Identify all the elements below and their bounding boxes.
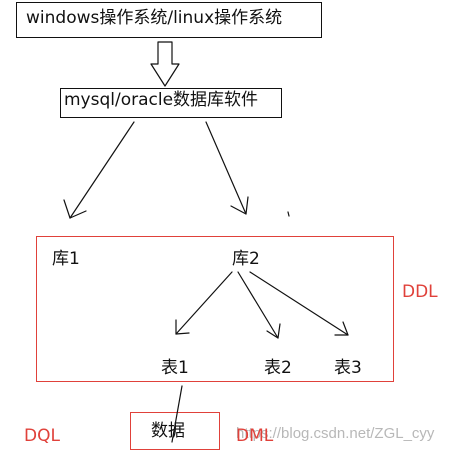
database-software-label: mysql/oracle数据库软件: [64, 90, 259, 110]
arrow-to-table-2: [237, 271, 279, 339]
arrow-to-table-1-head: [175, 319, 190, 335]
os-label: windows操作系统/linux操作系统: [26, 8, 283, 28]
arrow-to-table-1: [175, 271, 233, 335]
database-2-label: 库2: [232, 249, 260, 269]
table-1-label: 表1: [161, 358, 189, 378]
table-2-label: 表2: [264, 358, 292, 378]
table-3-label: 表3: [334, 358, 362, 378]
stray-mark: [287, 211, 290, 217]
ddl-label: DDL: [402, 282, 438, 302]
dml-label: DML: [236, 426, 274, 446]
arrow-to-table-2-head: [266, 323, 281, 339]
watermark: https://blog.csdn.net/ZGL_cyy: [236, 425, 435, 442]
os-box: [16, 2, 322, 38]
hollow-down-arrow: [150, 41, 180, 87]
arrow-to-db2: [205, 121, 247, 215]
schema-box: [36, 236, 394, 382]
arrow-to-db2-head: [230, 196, 249, 215]
data-box: [130, 412, 220, 450]
arrow-to-db1: [69, 121, 135, 219]
arrow-to-table-3-head: [334, 321, 349, 336]
arrow-to-db1-head: [63, 199, 87, 219]
data-label: 数据: [151, 421, 185, 441]
database-software-box: [60, 88, 282, 118]
database-1-label: 库1: [52, 249, 80, 269]
arrow-to-table-3: [249, 271, 349, 336]
dql-label: DQL: [24, 426, 60, 446]
table1-to-data-line: [171, 385, 183, 443]
